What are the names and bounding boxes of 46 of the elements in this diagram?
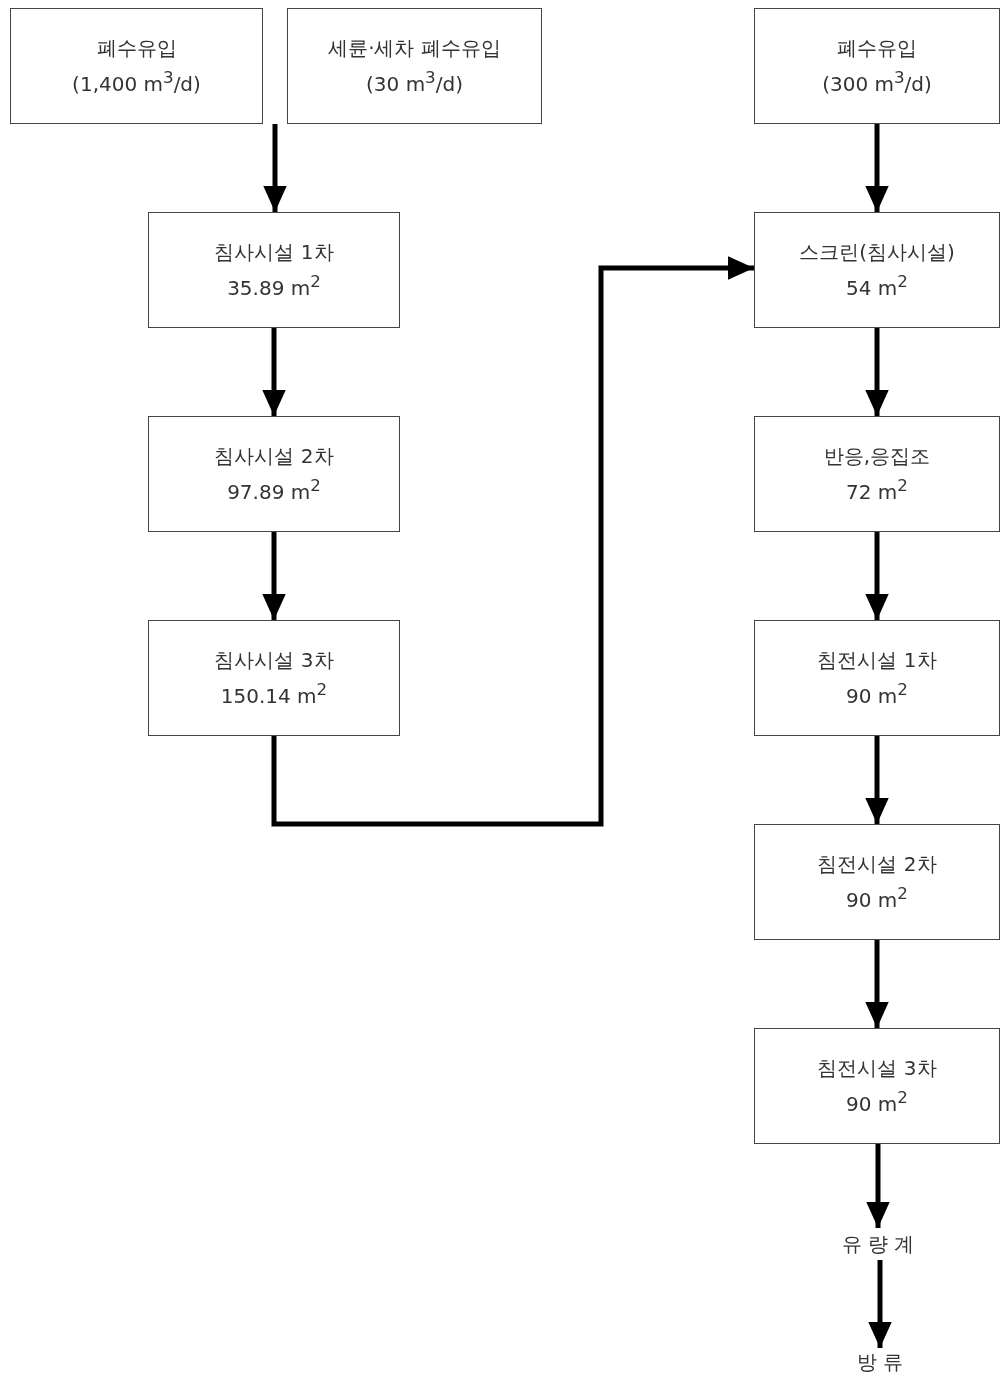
arrow	[865, 124, 889, 212]
capacity-value: 97.89 m$^{2}$	[227, 475, 321, 506]
arrow	[866, 1144, 890, 1228]
process-name: 침전시설 1차	[817, 647, 937, 675]
process-box	[148, 620, 400, 736]
arrow	[865, 328, 889, 416]
arrow	[865, 940, 889, 1028]
arrow	[263, 124, 287, 212]
capacity-value: 90 m$^{2}$	[846, 679, 908, 710]
process-box	[148, 416, 400, 532]
process-name: 폐수유입	[837, 35, 917, 63]
process-box	[754, 416, 1000, 532]
arrow	[262, 328, 286, 416]
capacity-value: (30 m$^{3}$/d)	[366, 67, 463, 98]
process-box	[754, 212, 1000, 328]
process-box	[754, 1028, 1000, 1144]
arrow	[271, 256, 754, 827]
process-box	[287, 8, 542, 124]
process-box	[754, 620, 1000, 736]
flow-label: 유 량 계	[828, 1228, 928, 1260]
capacity-value: 150.14 m$^{2}$	[220, 679, 328, 710]
arrow	[868, 1260, 892, 1348]
process-name: 침사시설 3차	[214, 647, 334, 675]
process-box	[754, 824, 1000, 940]
process-name: 침전시설 3차	[817, 1055, 937, 1083]
capacity-value: 90 m$^{2}$	[846, 1087, 908, 1118]
capacity-value: (1,400 m$^{3}$/d)	[72, 67, 201, 98]
capacity-value: (300 m$^{3}$/d)	[822, 67, 932, 98]
process-name: 세륜·세차 폐수유입	[328, 35, 501, 63]
arrow	[262, 532, 286, 620]
capacity-value: 90 m$^{2}$	[846, 883, 908, 914]
flow-label: 방 류	[842, 1348, 918, 1376]
process-box	[10, 8, 263, 124]
process-name: 침사시설 2차	[214, 443, 334, 471]
process-name: 폐수유입	[96, 35, 177, 63]
process-name: 침전시설 2차	[817, 851, 937, 879]
capacity-value: 54 m$^{2}$	[846, 271, 908, 302]
process-name: 스크린(침사시설)	[799, 239, 955, 267]
arrow	[865, 532, 889, 620]
process-name: 반응,응집조	[823, 443, 931, 471]
process-box	[754, 8, 1000, 124]
arrow	[865, 736, 889, 824]
capacity-value: 35.89 m$^{2}$	[227, 271, 321, 302]
process-name: 침사시설 1차	[214, 239, 334, 267]
capacity-value: 72 m$^{2}$	[846, 475, 908, 506]
process-box	[148, 212, 400, 328]
